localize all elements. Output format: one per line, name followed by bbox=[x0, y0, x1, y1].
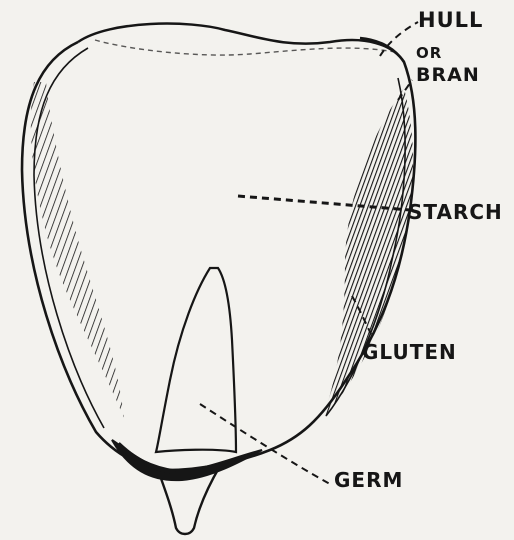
label-gluten: GLUTEN bbox=[362, 340, 457, 364]
label-bran: BRAN bbox=[416, 64, 480, 86]
germ-leader bbox=[200, 404, 330, 484]
right-gluten-layer bbox=[322, 88, 413, 420]
kernel-top-cap bbox=[78, 24, 404, 62]
label-hull: HULL bbox=[418, 8, 483, 32]
left-gluten-layer bbox=[31, 82, 124, 418]
label-germ: GERM bbox=[334, 468, 403, 492]
label-starch: STARCH bbox=[408, 200, 503, 224]
label-or: OR bbox=[416, 44, 442, 62]
germ bbox=[156, 268, 236, 452]
